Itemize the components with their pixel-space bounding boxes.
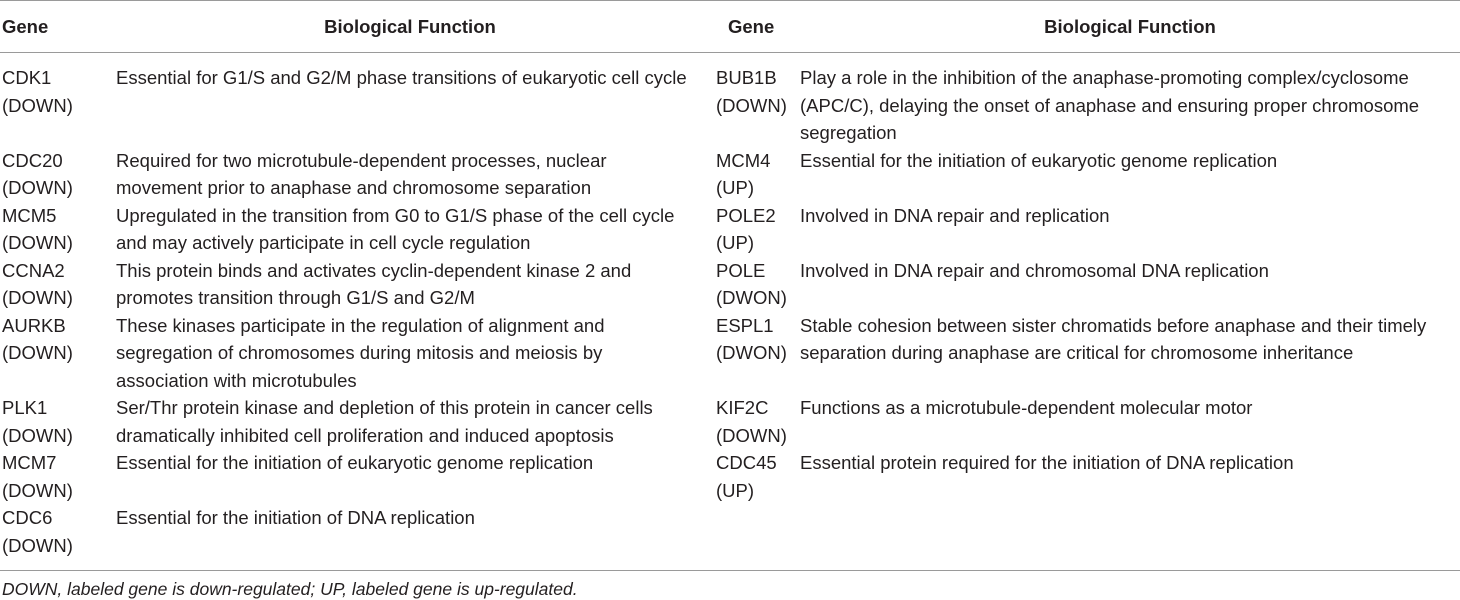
table-row: CDC6 (DOWN) Essential for the initiation o… — [0, 504, 1460, 570]
table-footnote: DOWN, labeled gene is down-regulated; UP… — [2, 579, 578, 599]
gene-cell-left: CDC20 (DOWN) — [0, 147, 116, 202]
gene-cell-left: PLK1 (DOWN) — [0, 394, 116, 449]
function-cell-left: These kinases participate in the regulat… — [116, 314, 605, 391]
regulation-label: (DOWN) — [2, 342, 73, 363]
table-row: CCNA2 (DOWN) This protein binds and activa… — [0, 257, 1460, 312]
gene-cell-right: POLE (DWON) — [704, 257, 800, 312]
gene-symbol: CDC6 — [2, 507, 53, 528]
gene-cell-right: KIF2C (DOWN) — [704, 394, 800, 449]
gene-cell-right: CDC45 (UP) — [704, 449, 800, 504]
function-cell-right: Functions as a microtubule-dependent mol… — [800, 397, 1253, 418]
regulation-label: (UP) — [716, 232, 755, 253]
regulation-label: (DWON) — [716, 287, 787, 308]
regulation-label: (DOWN) — [2, 424, 73, 446]
table-row: CDC20 (DOWN) Required for two microtubule-… — [0, 147, 1460, 202]
gene-symbol: CDC45 — [716, 452, 777, 473]
function-cell-right: Stable cohesion between sister chromatid… — [800, 314, 1427, 364]
regulation-label: (UP) — [716, 177, 755, 198]
gene-cell-right: MCM4 (UP) — [704, 147, 800, 202]
function-cell-right: Involved in DNA repair and replication — [800, 204, 1110, 226]
regulation-label: (DOWN) — [2, 534, 73, 556]
gene-function-table: Gene Biological Function Gene Biological… — [0, 0, 1460, 571]
function-cell-left: Essential for the initiation of DNA repl… — [116, 507, 475, 528]
gene-symbol: MCM4 — [716, 149, 771, 171]
gene-symbol: MCM7 — [2, 452, 57, 473]
gene-cell-right: POLE2 (UP) — [704, 202, 800, 257]
gene-cell-left: AURKB (DOWN) — [0, 312, 116, 395]
regulation-label: (UP) — [716, 479, 755, 501]
function-cell-right — [800, 504, 1460, 570]
regulation-label: (DOWN) — [2, 232, 73, 253]
table-body: CDK1 (DOWN) Essential for G1/S and G2/M ph… — [0, 53, 1460, 571]
gene-cell-left: CDC6 (DOWN) — [0, 504, 116, 570]
regulation-label: (DOWN) — [2, 177, 73, 198]
table-row: MCM5 (DOWN) Upregulated in the transition … — [0, 202, 1460, 257]
regulation-label: (DOWN) — [2, 94, 73, 116]
gene-cell-left: CDK1 (DOWN) — [0, 53, 116, 147]
gene-cell-right: BUB1B (DOWN) — [704, 53, 800, 147]
table-header: Gene Biological Function Gene Biological… — [0, 0, 1460, 53]
gene-cell-left: MCM5 (DOWN) — [0, 202, 116, 257]
gene-cell-right — [704, 504, 800, 570]
table-row: MCM7 (DOWN) Essential for the initiation o… — [0, 449, 1460, 504]
regulation-label: (DOWN) — [2, 287, 73, 308]
function-cell-left: Essential for G1/S and G2/M phase transi… — [116, 67, 687, 88]
table-row: PLK1 (DOWN) Ser/Thr protein kinase and dep… — [0, 394, 1460, 449]
gene-symbol: POLE2 — [716, 204, 776, 226]
gene-symbol: ESPL1 — [716, 314, 774, 336]
regulation-label: (DOWN) — [2, 479, 73, 501]
regulation-label: (DWON) — [716, 342, 787, 363]
regulation-label: (DOWN) — [716, 94, 787, 116]
gene-symbol: KIF2C — [716, 397, 769, 418]
function-cell-right: Essential for the initiation of eukaryot… — [800, 149, 1278, 171]
gene-symbol: CCNA2 — [2, 259, 65, 281]
gene-cell-left: MCM7 (DOWN) — [0, 449, 116, 504]
table-row: CDK1 (DOWN) Essential for G1/S and G2/M ph… — [0, 53, 1460, 147]
function-cell-right: Involved in DNA repair and chromosomal D… — [800, 259, 1269, 281]
table-row: AURKB (DOWN) These kinases participate in … — [0, 312, 1460, 395]
header-row: Gene Biological Function Gene Biological… — [0, 0, 1460, 53]
function-cell-left: Upregulated in the transition from G0 to… — [116, 204, 675, 254]
function-cell-right: Play a role in the inhibition of the ana… — [800, 67, 1420, 143]
gene-symbol: MCM5 — [2, 204, 57, 226]
function-cell-right: Essential protein required for the initi… — [800, 452, 1294, 473]
gene-symbol: CDK1 — [2, 67, 52, 88]
header-gene-left: Gene — [2, 15, 49, 37]
function-cell-left: Required for two microtubule-dependent p… — [116, 149, 607, 199]
header-gene-right: Gene — [728, 15, 775, 37]
function-cell-left: Essential for the initiation of eukaryot… — [116, 452, 594, 473]
function-cell-left: Ser/Thr protein kinase and depletion of … — [116, 397, 653, 446]
gene-cell-right: ESPL1 (DWON) — [704, 312, 800, 395]
header-function-right: Biological Function — [1044, 15, 1216, 37]
header-function-left: Biological Function — [324, 15, 496, 37]
table-bottom-rule — [0, 570, 1460, 571]
gene-symbol: AURKB — [2, 314, 66, 336]
gene-symbol: BUB1B — [716, 67, 777, 88]
function-cell-left: This protein binds and activates cyclin-… — [116, 259, 632, 309]
gene-cell-left: CCNA2 (DOWN) — [0, 257, 116, 312]
gene-symbol: CDC20 — [2, 149, 63, 171]
gene-symbol: PLK1 — [2, 397, 48, 418]
regulation-label: (DOWN) — [716, 424, 787, 446]
gene-symbol: POLE — [716, 259, 766, 281]
